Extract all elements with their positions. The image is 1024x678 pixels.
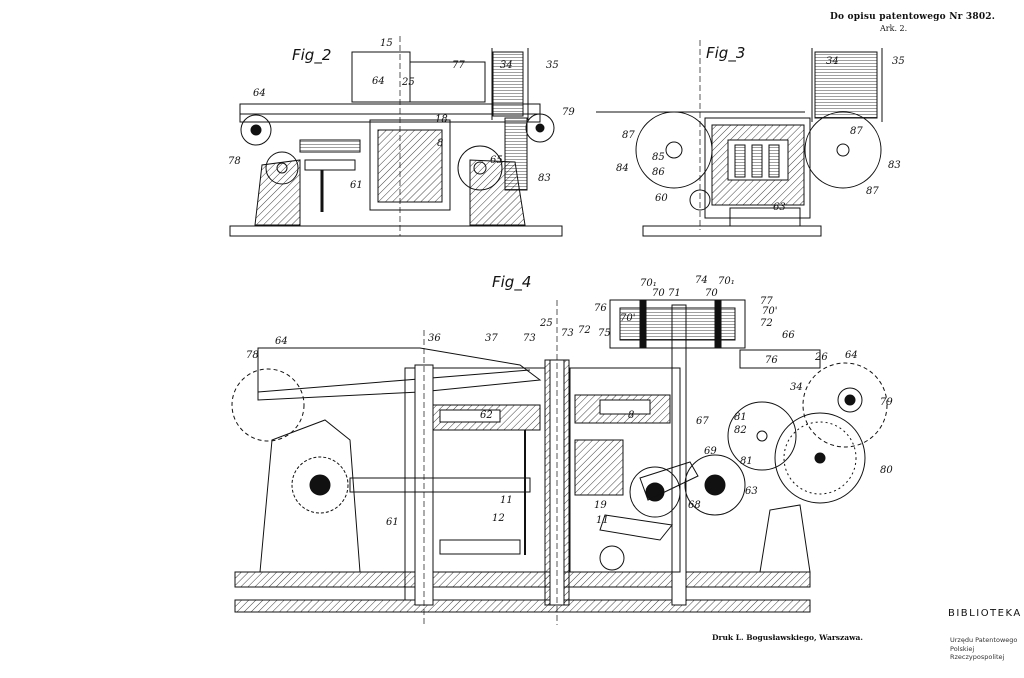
patent-number-header: Do opisu patentowego Nr 3802.	[830, 12, 996, 22]
ref-number: 70	[705, 288, 718, 299]
ref-number: 34	[826, 56, 839, 67]
ref-number: 63	[745, 486, 758, 497]
ref-number: 34	[500, 60, 513, 71]
fig2-drawing	[229, 36, 563, 237]
ref-number: 79	[562, 107, 575, 118]
ref-number: 11	[596, 515, 609, 526]
ref-number: 64	[845, 350, 858, 361]
stamp-line-2: Polskiej Rzeczypospolitej	[950, 645, 1005, 661]
ref-number: 78	[246, 350, 259, 361]
fig4-title: Fig_4	[492, 273, 532, 291]
ref-number: 70₁	[640, 278, 657, 289]
ref-number: 60	[655, 193, 668, 204]
ref-number: 25	[540, 318, 553, 329]
ref-number: 86	[652, 167, 665, 178]
ref-number: 19	[594, 500, 607, 511]
ref-number: 37	[485, 333, 498, 344]
ref-number: 77	[760, 296, 773, 307]
ref-number: 61	[350, 180, 363, 191]
ref-number: 77	[452, 60, 465, 71]
ref-number: 61	[386, 517, 399, 528]
fig3-title: Fig_3	[706, 44, 746, 62]
ref-number: 18	[435, 114, 448, 125]
ref-number: 73	[561, 328, 574, 339]
ref-number: 64	[275, 336, 288, 347]
stamp-line-1: Urzędu Patentowego	[950, 636, 1018, 644]
ref-number: 68	[688, 500, 701, 511]
ref-number: 65	[490, 155, 503, 166]
ref-number: 72	[760, 318, 773, 329]
sheet-number: Ark. 2.	[880, 24, 908, 33]
ref-number: 73	[523, 333, 536, 344]
ref-number: 62	[480, 410, 493, 421]
ref-number: 26	[815, 352, 828, 363]
ref-number: 67	[696, 416, 709, 427]
ref-number: 74	[695, 275, 708, 286]
fig3-drawing	[596, 40, 883, 237]
printer-credit: Druk L. Bogusławskiego, Warszawa.	[712, 633, 864, 642]
ref-number: 87	[866, 186, 879, 197]
ref-number: 76	[765, 355, 778, 366]
ref-number: 12	[492, 513, 505, 524]
ref-number: 75	[598, 328, 611, 339]
ref-number: 69	[704, 446, 717, 457]
ref-number: 66	[782, 330, 795, 341]
ref-number: 64	[253, 88, 266, 99]
ref-number: 87	[622, 130, 635, 141]
ref-number: 79	[880, 397, 893, 408]
fig2-title: Fig_2	[292, 46, 332, 64]
ref-number: 81	[734, 412, 747, 423]
fig4-drawing	[231, 299, 888, 625]
ref-number: 78	[228, 156, 241, 167]
ref-number: 35	[546, 60, 559, 71]
ref-number: 70₁	[718, 276, 735, 287]
stamp-title: BIBLIOTEKA	[948, 608, 1022, 619]
ref-number: 35	[892, 56, 905, 67]
ref-number: 36	[428, 333, 441, 344]
ref-number: 71	[668, 288, 681, 299]
ref-number: 15	[380, 38, 393, 49]
ref-number: 81	[740, 456, 753, 467]
ref-number: 84	[616, 163, 629, 174]
ref-number: 82	[734, 425, 747, 436]
ref-number: 87	[850, 126, 863, 137]
ref-number: 72	[578, 325, 591, 336]
ref-number: 76	[594, 303, 607, 314]
ref-number: 70'	[762, 306, 778, 317]
ref-number: 70	[652, 288, 665, 299]
ref-number: 8	[437, 138, 444, 149]
ref-number: 25	[402, 77, 415, 88]
ref-number: 70'	[620, 313, 636, 324]
ref-number: 80	[880, 465, 893, 476]
ref-number: 11	[500, 495, 513, 506]
ref-number: 83	[538, 173, 551, 184]
ref-number: 64	[372, 76, 385, 87]
ref-number: 85	[652, 152, 665, 163]
ref-number: 83	[888, 160, 901, 171]
ref-number: 34	[790, 382, 803, 393]
ref-number: 63	[773, 202, 786, 213]
ref-number: 8	[628, 410, 635, 421]
